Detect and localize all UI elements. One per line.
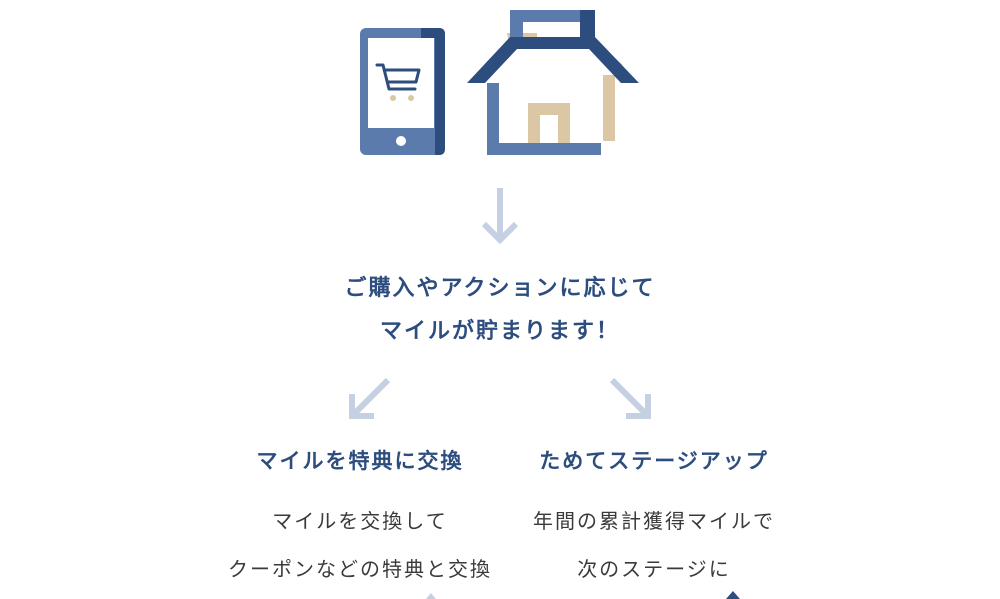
exchange-description-line-1: マイルを交換して — [272, 509, 448, 533]
hero-illustration — [360, 10, 639, 155]
exchange-title: マイルを特典に交換 — [256, 449, 464, 473]
stage-up-description-line-2: 次のステージに — [577, 557, 731, 581]
headline-line-1: ご購入やアクションに応じて — [344, 276, 656, 301]
cutoff-shape — [726, 591, 740, 599]
cutoff-shape — [426, 593, 436, 599]
shopping-cart-icon — [375, 63, 421, 101]
stage-up-title: ためてステージアップ — [539, 449, 769, 473]
stage-up-description-line-1: 年間の累計獲得マイルで — [533, 509, 775, 533]
exchange-description-line-2: クーポンなどの特典と交換 — [228, 557, 492, 581]
arrow-down-left-icon — [349, 377, 391, 419]
store-icon — [467, 10, 639, 155]
arrow-down-icon — [481, 188, 519, 245]
headline-line-2: マイルが貯まります！ — [379, 319, 620, 344]
smartphone-icon — [360, 28, 445, 155]
arrow-down-right-icon — [609, 377, 651, 419]
